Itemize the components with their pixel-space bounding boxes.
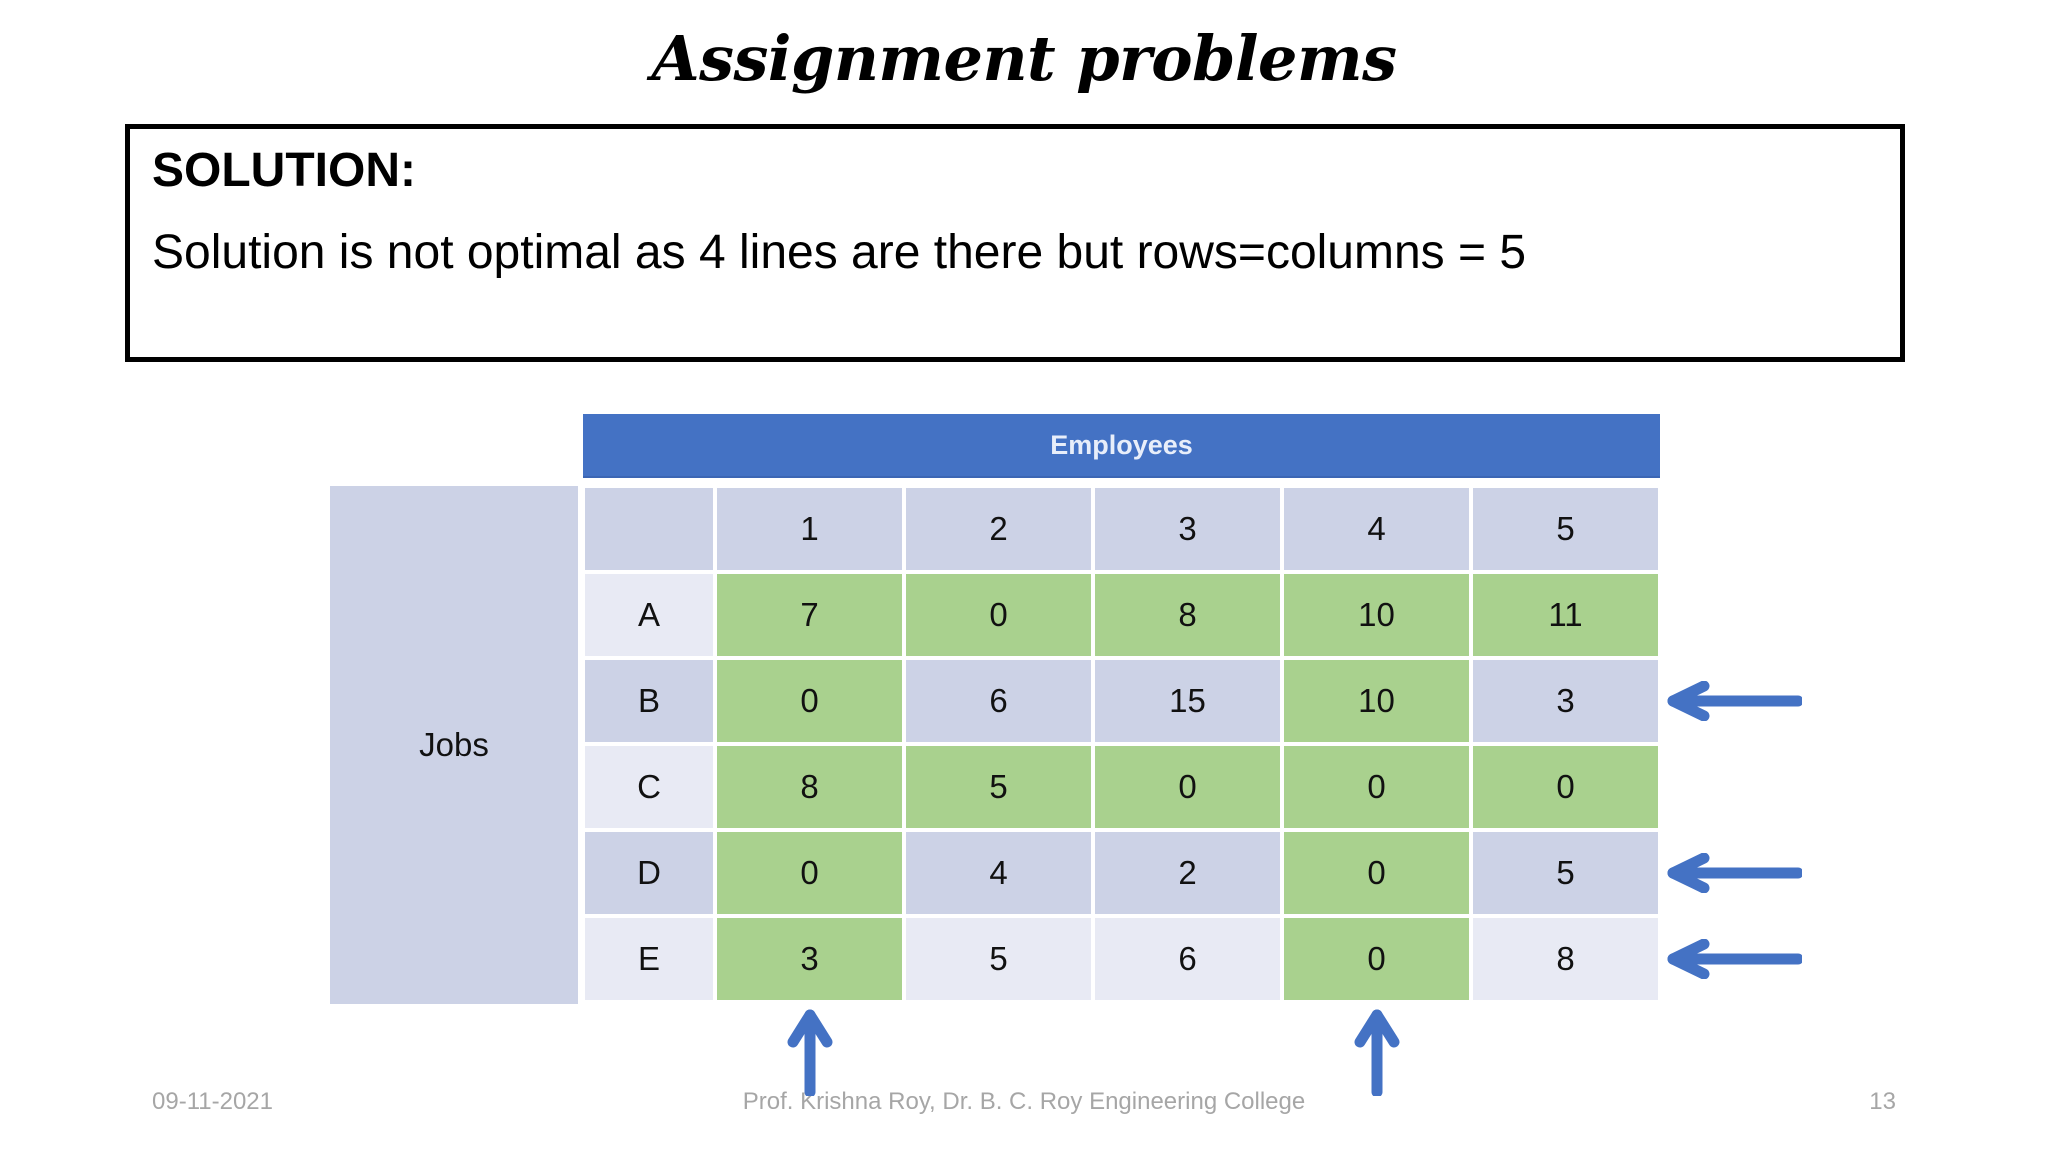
matrix-cell-E3: 6 — [1093, 916, 1282, 1002]
matrix-column-header-2: 2 — [904, 486, 1093, 572]
footer-date: 09-11-2021 — [152, 1088, 273, 1115]
matrix-cell-D4: 0 — [1282, 830, 1471, 916]
matrix-column-header-1: 1 — [715, 486, 904, 572]
solution-body-text: Solution is not optimal as 4 lines are t… — [152, 226, 1527, 279]
matrix-cell-A2: 0 — [904, 572, 1093, 658]
footer-page-number: 13 — [1869, 1088, 1896, 1115]
matrix-cell-C5: 0 — [1471, 744, 1660, 830]
matrix-cell-D3: 2 — [1093, 830, 1282, 916]
matrix-row-label-A: A — [583, 572, 715, 658]
matrix-cell-E1: 3 — [715, 916, 904, 1002]
matrix-row-label-D: D — [583, 830, 715, 916]
row-arrow-B — [1662, 680, 1804, 722]
matrix-cell-C4: 0 — [1282, 744, 1471, 830]
matrix-cell-E2: 5 — [904, 916, 1093, 1002]
matrix-row-label-B: B — [583, 658, 715, 744]
matrix-cell-B4: 10 — [1282, 658, 1471, 744]
matrix-cell-A3: 8 — [1093, 572, 1282, 658]
row-arrow-D — [1662, 852, 1804, 894]
matrix-column-header-4: 4 — [1282, 486, 1471, 572]
matrix-cell-B3: 15 — [1093, 658, 1282, 744]
matrix-cell-D5: 5 — [1471, 830, 1660, 916]
matrix-cell-C1: 8 — [715, 744, 904, 830]
matrix-cell-E4: 0 — [1282, 916, 1471, 1002]
matrix-cell-D1: 0 — [715, 830, 904, 916]
employees-header-banner: Employees — [583, 414, 1660, 476]
matrix-column-header-3: 3 — [1093, 486, 1282, 572]
matrix-cell-C2: 5 — [904, 744, 1093, 830]
matrix-corner-cell — [583, 486, 715, 572]
matrix-cell-C3: 0 — [1093, 744, 1282, 830]
matrix-cell-A4: 10 — [1282, 572, 1471, 658]
matrix-cell-B2: 6 — [904, 658, 1093, 744]
employees-header-label: Employees — [1050, 430, 1193, 460]
page-title: Assignment problems — [651, 22, 1397, 95]
solution-heading: SOLUTION: — [152, 144, 416, 197]
solution-box: SOLUTION: Solution is not optimal as 4 l… — [125, 124, 1905, 362]
column-arrow-4 — [1349, 1006, 1405, 1098]
matrix-cell-B1: 0 — [715, 658, 904, 744]
jobs-header-cell: Jobs — [330, 486, 578, 1004]
row-arrow-E — [1662, 938, 1804, 980]
jobs-header-label: Jobs — [419, 726, 489, 763]
matrix-cell-D2: 4 — [904, 830, 1093, 916]
matrix-cell-B5: 3 — [1471, 658, 1660, 744]
column-arrow-1 — [782, 1006, 838, 1098]
matrix-cell-A5: 11 — [1471, 572, 1660, 658]
matrix-row-label-E: E — [583, 916, 715, 1002]
matrix-cell-E5: 8 — [1471, 916, 1660, 1002]
matrix-column-header-5: 5 — [1471, 486, 1660, 572]
matrix-cell-A1: 7 — [715, 572, 904, 658]
matrix-row-label-C: C — [583, 744, 715, 830]
footer-credit: Prof. Krishna Roy, Dr. B. C. Roy Enginee… — [742, 1088, 1306, 1115]
